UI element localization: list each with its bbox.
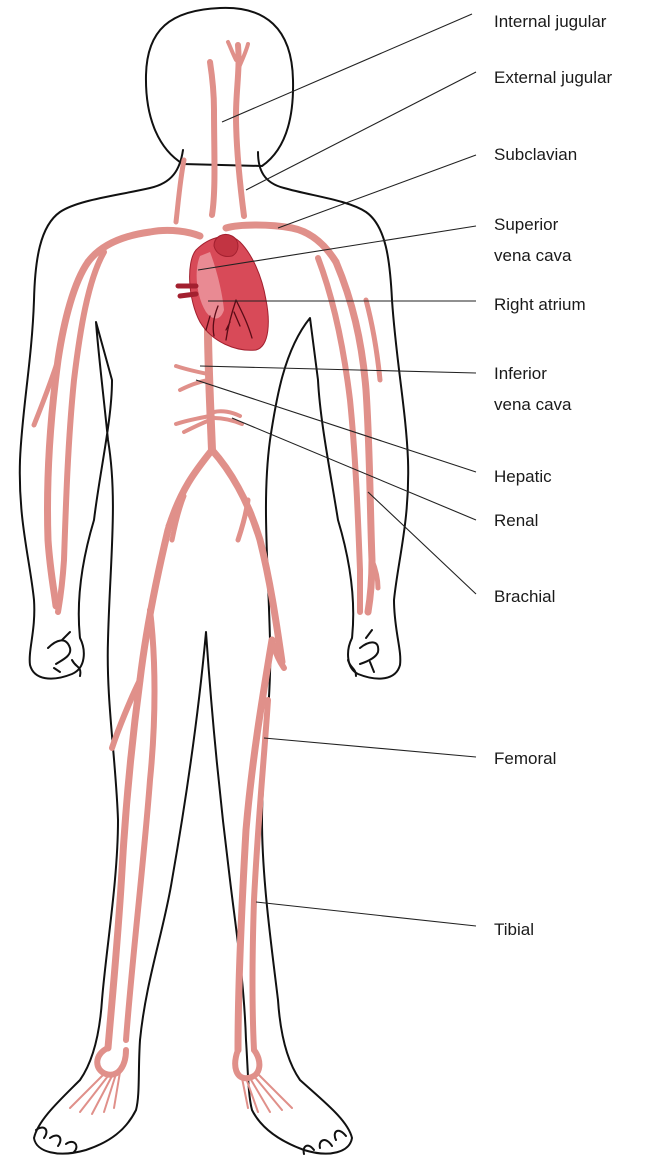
- iliac-branch-right: [238, 500, 248, 540]
- heart: [178, 234, 268, 350]
- left-hand-outline: [48, 632, 80, 676]
- label-tibial: Tibial: [494, 914, 534, 945]
- label-femoral: Femoral: [494, 743, 556, 774]
- left-foot-veins: [70, 1072, 120, 1114]
- label-external-jugular: External jugular: [494, 62, 612, 93]
- leader-internal-jugular: [222, 14, 472, 122]
- label-inferior-vena-cava: Inferior vena cava: [494, 358, 572, 420]
- label-subclavian: Subclavian: [494, 139, 577, 170]
- hepatic-vein-branch: [176, 366, 208, 390]
- leader-tibial: [256, 902, 476, 926]
- right-iliac-vein: [212, 450, 282, 662]
- leader-brachial: [368, 492, 476, 594]
- subclavian-vein-left: [88, 230, 200, 262]
- inferior-vena-cava-vein: [208, 330, 212, 450]
- left-ankle-loop: [97, 1048, 126, 1075]
- label-brachial: Brachial: [494, 581, 555, 612]
- renal-vein-branch-left: [176, 416, 210, 432]
- label-renal: Renal: [494, 505, 538, 536]
- leader-inferior-vena-cava: [200, 366, 476, 373]
- leader-femoral: [264, 738, 476, 757]
- leader-hepatic: [196, 380, 476, 472]
- leader-subclavian: [278, 155, 476, 228]
- label-internal-jugular: Internal jugular: [494, 6, 606, 37]
- internal-jugular-vein: [210, 62, 215, 215]
- label-hepatic: Hepatic: [494, 461, 552, 492]
- label-right-atrium: Right atrium: [494, 289, 586, 320]
- renal-vein-branch-right: [214, 411, 242, 424]
- veins: [34, 42, 380, 1114]
- left-arm-vein-inner: [58, 252, 104, 612]
- leader-external-jugular: [246, 72, 476, 190]
- head-outline: [146, 8, 293, 166]
- label-superior-vena-cava: Superior vena cava: [494, 209, 572, 271]
